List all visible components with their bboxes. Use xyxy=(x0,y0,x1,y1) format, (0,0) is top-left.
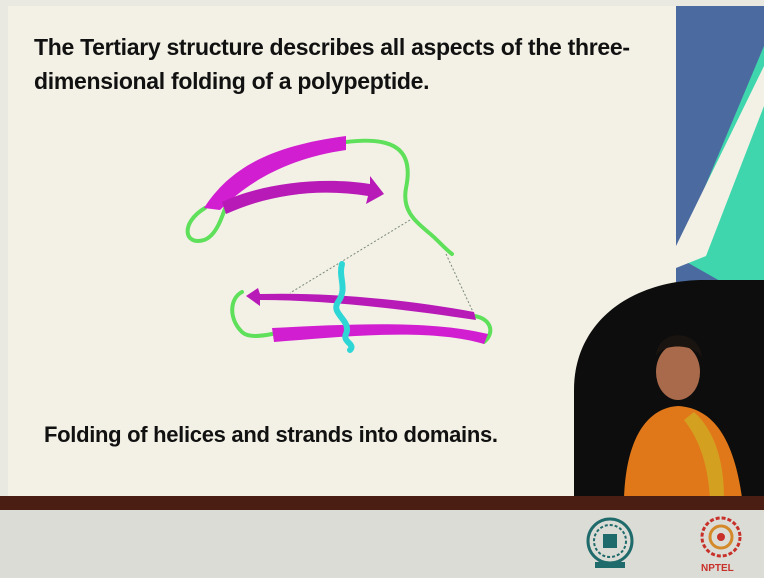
slide-caption: Folding of helices and strands into doma… xyxy=(44,422,498,448)
slide-title: The Tertiary structure describes all asp… xyxy=(34,30,664,98)
footer-strip xyxy=(0,510,764,578)
loop-top-right xyxy=(346,141,452,254)
title-line-1: The Tertiary structure describes all asp… xyxy=(34,30,664,64)
nptel-label: NPTEL xyxy=(701,563,734,574)
divider-bar xyxy=(0,496,764,510)
beta-strand-bottom-1 xyxy=(246,288,476,320)
speaker-video-overlay xyxy=(574,280,764,502)
nptel-logo xyxy=(698,514,744,562)
speaker-face xyxy=(656,344,700,400)
connector-line xyxy=(290,220,410,293)
beta-strand-bottom-2 xyxy=(272,324,488,344)
helix-segment xyxy=(336,264,351,350)
connector-line xyxy=(446,254,474,314)
iit-kharagpur-logo xyxy=(585,516,635,570)
beta-strand-top-1 xyxy=(204,136,346,210)
protein-ribbon-diagram xyxy=(170,128,510,358)
title-line-2: dimensional folding of a polypeptide. xyxy=(34,64,664,98)
